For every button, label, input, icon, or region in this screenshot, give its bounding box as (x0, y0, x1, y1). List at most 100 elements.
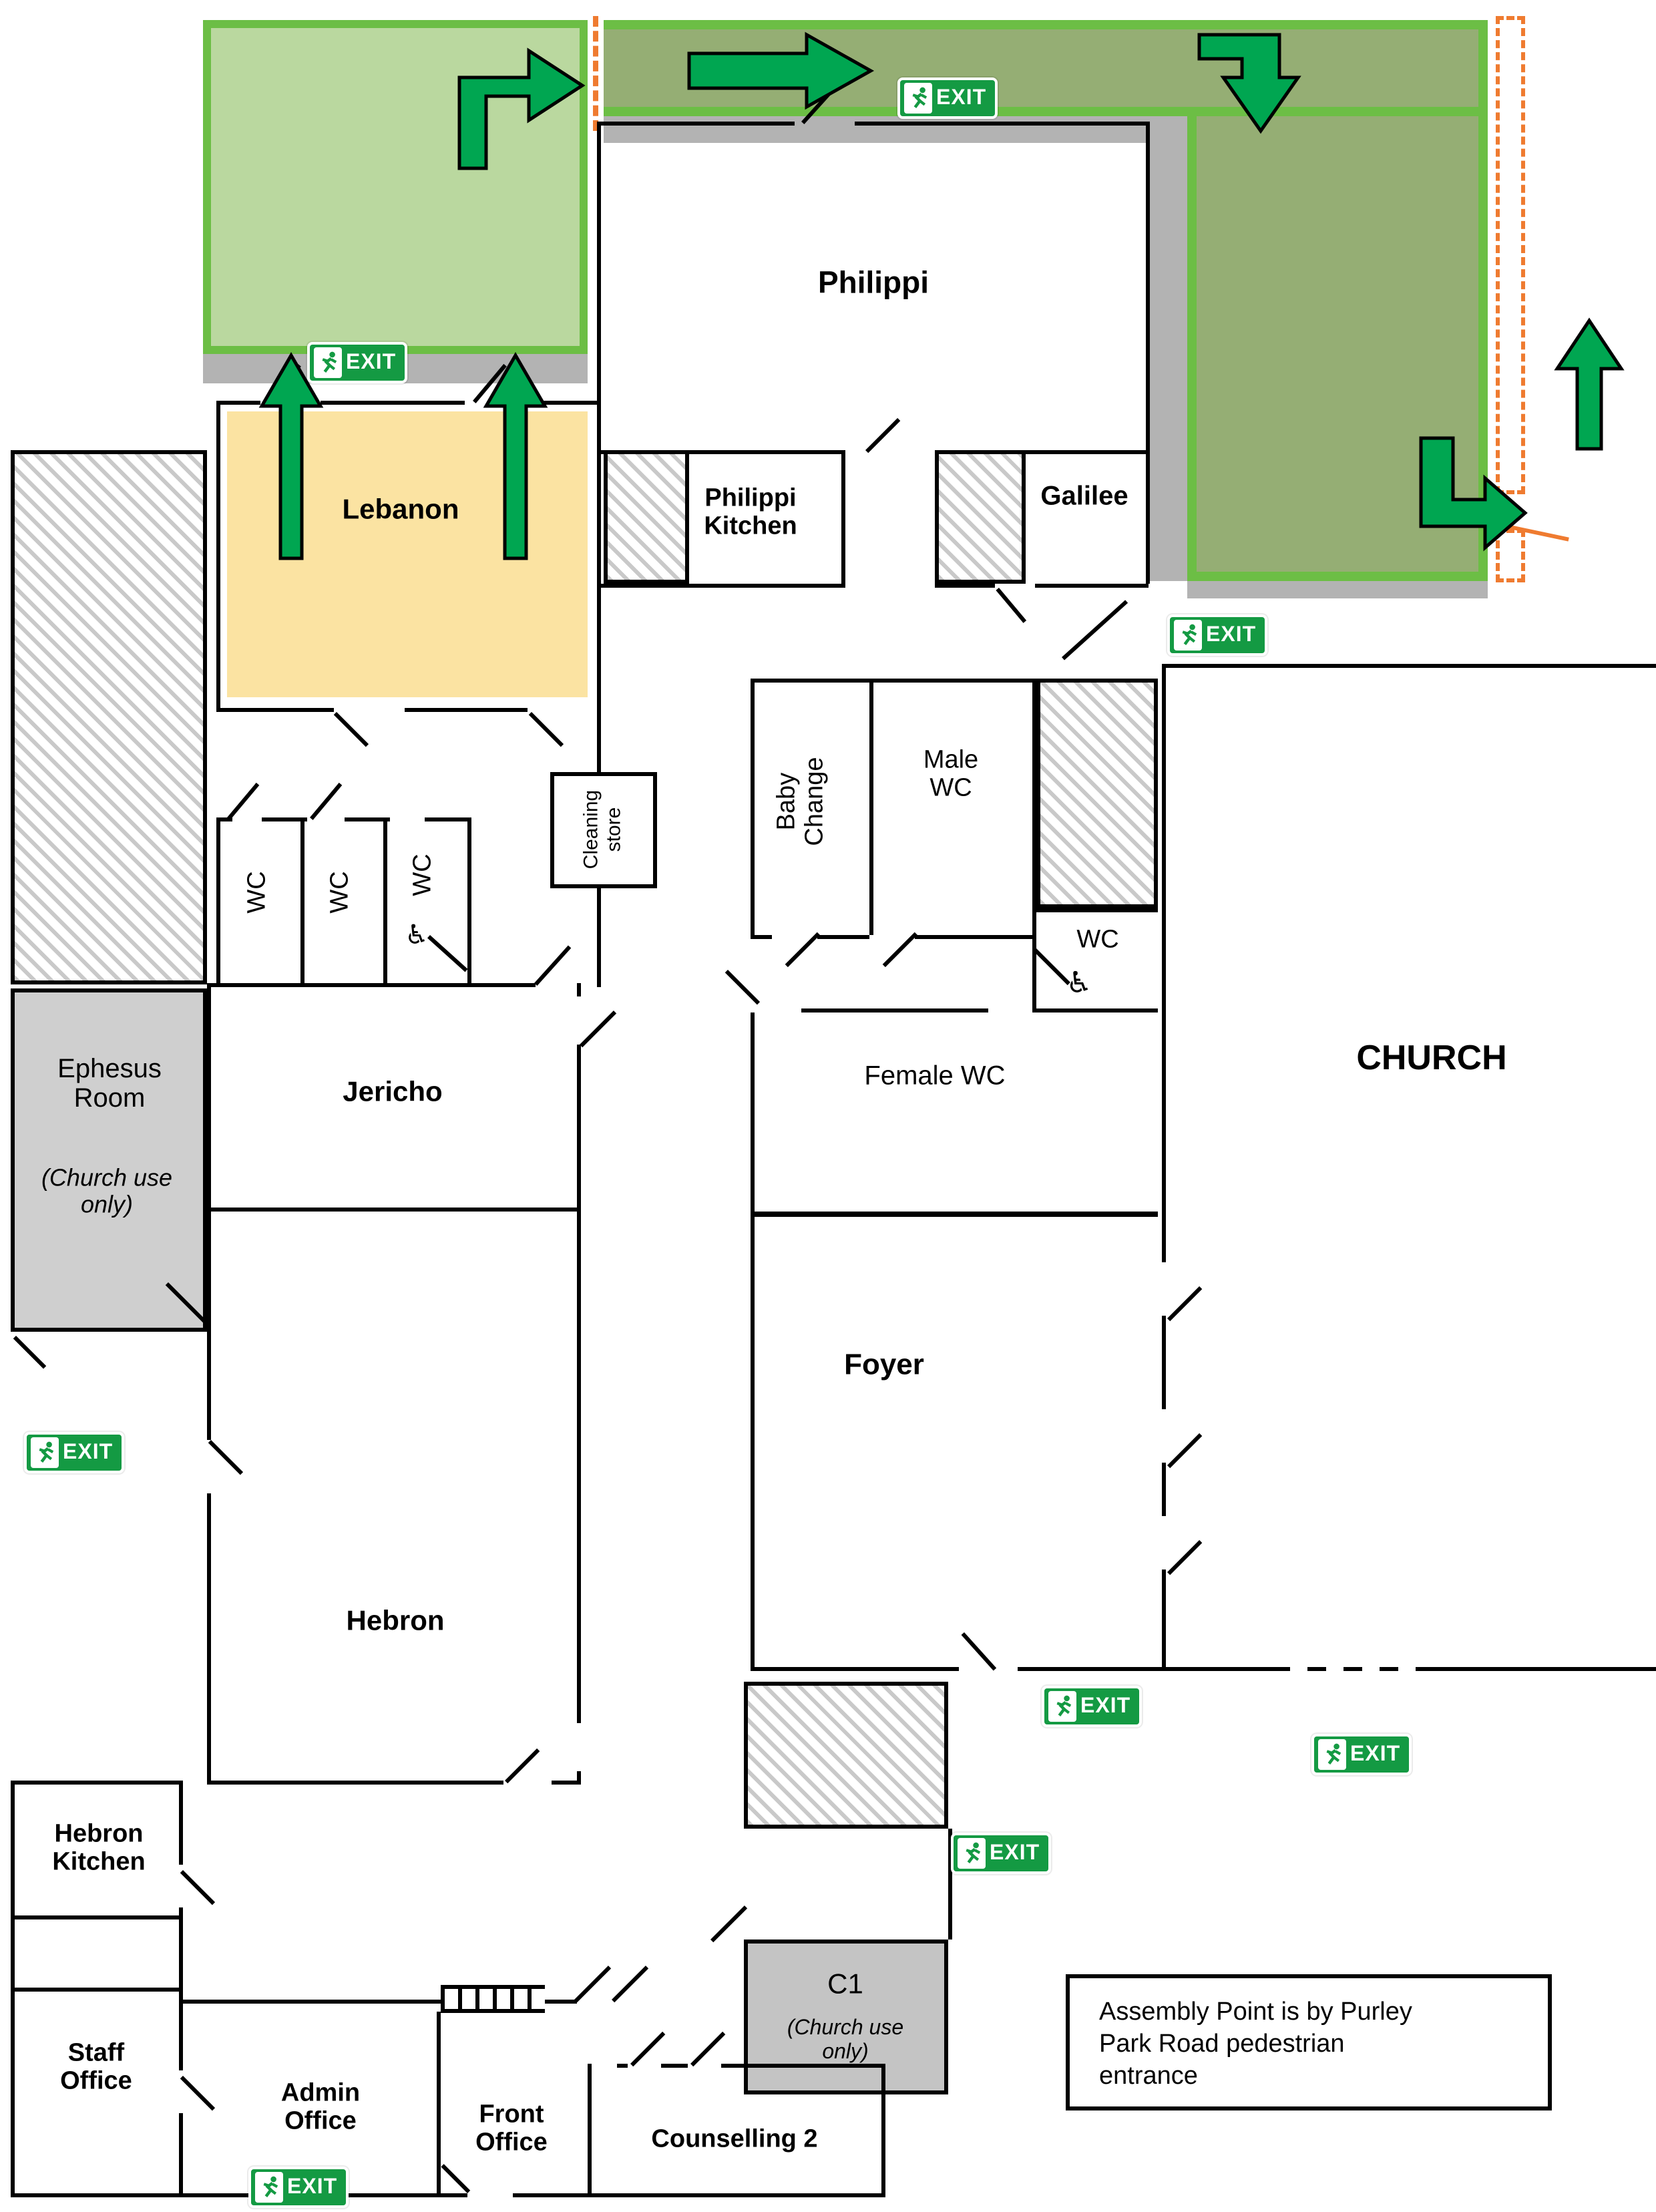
room-label-cleaning-store: Cleaning store (580, 789, 625, 870)
wall (345, 817, 390, 821)
door-swing (865, 417, 901, 453)
wall (11, 1988, 183, 1992)
wall (179, 1781, 183, 1865)
room-label-galilee: Galilee (1040, 482, 1128, 512)
wall (11, 2193, 467, 2197)
room-label-female-wc: Female WC (864, 1061, 1006, 1091)
cleaning-store-box (550, 772, 657, 888)
assembly-point-note-text: Assembly Point is by Purley Park Road pe… (1099, 1998, 1412, 2090)
wall (1035, 584, 1149, 588)
route-arrow-up-outside (1554, 317, 1625, 451)
wall (617, 2064, 628, 2068)
wall (751, 1012, 755, 1670)
wall (207, 1208, 581, 1212)
exit-sign-church-bottom: EXIT (1311, 1734, 1412, 1775)
room-label-male-wc: Male WC (923, 746, 979, 803)
wall (751, 679, 755, 935)
door-swing (505, 1748, 540, 1784)
exit-label: EXIT (1350, 1742, 1401, 1765)
wall (179, 2000, 441, 2004)
exit-label: EXIT (990, 1841, 1040, 1864)
wall (597, 888, 601, 987)
room-label-philippi-kitchen: Philippi Kitchen (704, 484, 797, 541)
wall (1032, 679, 1036, 1012)
room-label-wc3: WC (409, 854, 437, 896)
room-label-foyer: Foyer (844, 1347, 924, 1381)
door-swing (227, 782, 260, 820)
lebanon-arrow-up-left (258, 352, 324, 560)
door-swing (528, 712, 564, 747)
room-label-staff-office: Staff Office (60, 2039, 132, 2096)
hatched-area-philippi-kitchen (604, 450, 689, 584)
exit-sign-corridor-top: EXIT (897, 77, 998, 119)
wall (1018, 1667, 1271, 1671)
escape-route-area-top-left (203, 20, 588, 354)
wall (552, 1781, 581, 1785)
room-label-wc2: WC (326, 871, 355, 914)
exit-sign-bottom: EXIT (248, 2167, 349, 2208)
room-label-wc-accessible-right: WC (1076, 926, 1119, 954)
wall (661, 2064, 688, 2068)
wall (216, 817, 220, 983)
running-man-icon (958, 1838, 986, 1869)
room-label-front-office: Front Office (475, 2100, 548, 2157)
wall (577, 1771, 581, 1785)
wall (597, 401, 601, 772)
exit-label: EXIT (287, 2175, 338, 2198)
lebanon-arrow-up-right (483, 352, 548, 560)
door-swing (580, 1010, 617, 1048)
door-swing (180, 1870, 216, 1905)
door-swing (724, 970, 761, 1005)
door-swing (13, 1336, 47, 1369)
room-label-hebron: Hebron (346, 1606, 445, 1637)
door-swing (427, 935, 468, 972)
room-note-c1: (Church use only) (787, 2017, 904, 2064)
wall (869, 679, 873, 935)
door-swing (961, 1632, 997, 1671)
room-label-lebanon: Lebanon (342, 494, 459, 526)
exit-sign-hebron-left: EXIT (24, 1432, 124, 1473)
wall (881, 2064, 885, 2197)
wall (1162, 1463, 1166, 1516)
door-swing (534, 945, 572, 986)
stairs (441, 1985, 545, 2013)
wall (216, 401, 220, 712)
wall (817, 935, 869, 939)
dashed-exit-door-top (593, 16, 598, 131)
running-man-icon (1174, 620, 1202, 651)
room-label-philippi: Philippi (817, 264, 929, 300)
running-man-icon (31, 1437, 59, 1468)
wall (751, 1212, 1158, 1217)
door-swing (785, 932, 820, 968)
hatched-area-below-foyer (744, 1682, 948, 1829)
wall (216, 708, 334, 712)
exit-label: EXIT (63, 1441, 114, 1463)
wall (751, 679, 1158, 683)
room-note-ephesus: (Church use only) (41, 1164, 173, 1218)
wall (751, 1667, 959, 1671)
exit-label: EXIT (346, 351, 397, 373)
wall (1418, 1667, 1656, 1671)
door-swing (1033, 948, 1070, 986)
wall (751, 935, 772, 939)
exit-sign-foyer-bottom: EXIT (1042, 1686, 1142, 1727)
running-man-icon (314, 347, 342, 378)
room-label-baby-change: Baby Change (773, 757, 829, 846)
door-swing (710, 1905, 748, 1943)
hatched-area-galilee (935, 450, 1026, 584)
wall (1036, 908, 1158, 912)
wall (935, 584, 995, 588)
wall (321, 401, 465, 405)
wall (216, 401, 260, 405)
room-label-jericho: Jericho (343, 1077, 443, 1108)
door-swing (310, 782, 343, 820)
door-swing (690, 2031, 726, 2067)
wall (11, 1915, 183, 1919)
wall (207, 983, 536, 987)
wall (600, 122, 795, 126)
wall (1035, 1008, 1158, 1012)
door-swing (1167, 1433, 1203, 1469)
wall (1162, 664, 1166, 1262)
running-man-icon (904, 83, 932, 114)
route-arrow-turn-down (1197, 33, 1301, 134)
